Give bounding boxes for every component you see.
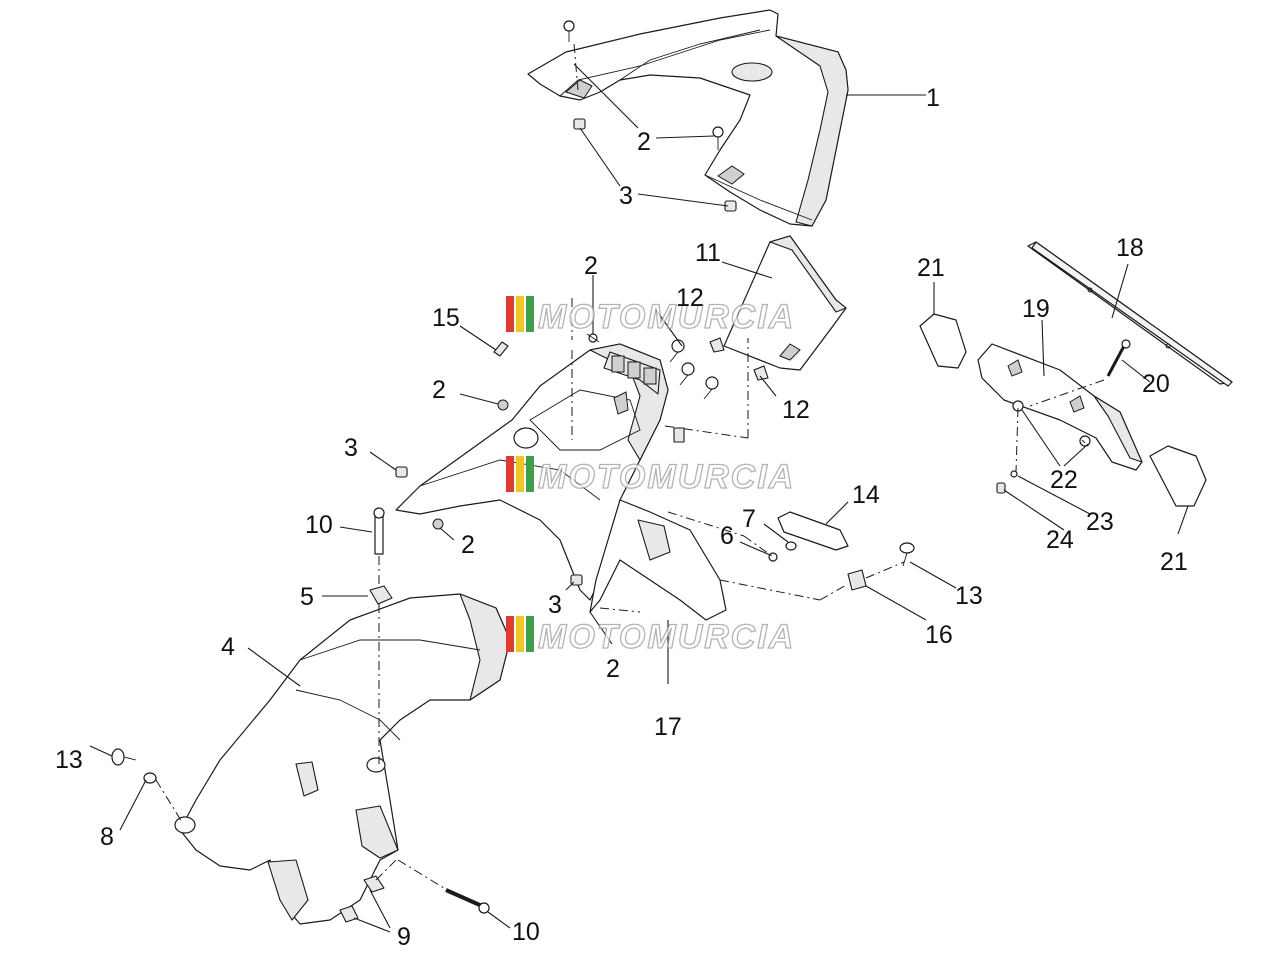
fastener-15 — [493, 341, 509, 357]
callout-23: 23 — [1086, 508, 1114, 536]
watermark-stripe-red — [506, 616, 514, 652]
watermark-stripe-green — [526, 296, 534, 332]
clip-nut-3c — [395, 466, 408, 478]
part-rear-mudguard — [174, 593, 511, 925]
part-plate-holder — [977, 343, 1143, 471]
clip-nut-3a — [573, 118, 586, 130]
watermark-text: MOTOMURCIA — [538, 618, 795, 656]
watermark-stripe-yellow — [516, 296, 524, 332]
screw-2c — [497, 399, 509, 411]
screw-2e — [586, 333, 600, 343]
callout-labels: 1 2 3 11 2 12 15 2 12 3 10 2 5 4 3 2 17 … — [55, 84, 1188, 951]
callout-21: 21 — [917, 254, 945, 282]
bolts-12-upper — [669, 337, 769, 443]
callout-15: 15 — [432, 304, 460, 332]
watermark-text: MOTOMURCIA — [538, 458, 795, 496]
part-cover-panel — [723, 235, 847, 371]
bolt-10-upper — [373, 507, 385, 555]
screw-2a — [563, 20, 575, 42]
callout-2: 2 — [637, 128, 651, 156]
washer-7 — [785, 541, 797, 551]
callout-11: 11 — [695, 239, 721, 267]
callout-2: 2 — [461, 531, 475, 559]
bolt-20 — [1106, 339, 1131, 377]
screw-2d — [432, 518, 444, 530]
part-reflector-upper — [919, 313, 967, 369]
watermark-logo-bottom: MOTOMURCIA — [506, 616, 795, 657]
screw-2b — [712, 126, 724, 150]
clip-16 — [847, 569, 867, 591]
bolt-10-lower — [445, 888, 490, 914]
callout-1: 1 — [926, 84, 940, 112]
clip-nut-9b — [339, 905, 359, 923]
callout-21: 21 — [1160, 548, 1188, 576]
callout-24: 24 — [1046, 526, 1074, 554]
callout-2: 2 — [606, 655, 620, 683]
callout-16: 16 — [925, 621, 953, 649]
callout-5: 5 — [300, 583, 314, 611]
callout-12: 12 — [782, 396, 810, 424]
callout-6: 6 — [720, 522, 734, 550]
watermark-stripe-yellow — [516, 456, 524, 492]
callout-12: 12 — [676, 284, 704, 312]
callout-3: 3 — [619, 182, 633, 210]
callout-19: 19 — [1022, 295, 1050, 323]
callout-14: 14 — [852, 481, 880, 509]
watermark-stripe-green — [526, 616, 534, 652]
washer-8 — [143, 772, 157, 784]
callout-3: 3 — [548, 591, 562, 619]
watermark-stripe-green — [526, 456, 534, 492]
watermark-stripe-yellow — [516, 616, 524, 652]
watermark-logo-middle: MOTOMURCIA — [506, 456, 795, 497]
callout-2: 2 — [584, 252, 598, 280]
watermark-stripe-red — [506, 296, 514, 332]
assembly-lines — [155, 43, 1105, 889]
callout-22: 22 — [1050, 466, 1078, 494]
nut-24 — [996, 482, 1006, 494]
leader-lines — [89, 63, 1189, 933]
callout-9: 9 — [397, 923, 411, 951]
callout-13: 13 — [55, 746, 83, 774]
washer-23 — [1010, 470, 1018, 478]
part-licence-plate — [1027, 241, 1233, 387]
part-reflector — [777, 511, 849, 551]
watermark-stripe-red — [506, 456, 514, 492]
callout-4: 4 — [221, 633, 235, 661]
callout-10: 10 — [512, 918, 540, 946]
callout-8: 8 — [100, 823, 114, 851]
callout-10: 10 — [305, 511, 333, 539]
callout-7: 7 — [742, 505, 756, 533]
callout-2: 2 — [432, 376, 446, 404]
bolt-13-left — [111, 748, 137, 766]
clip-nut-5 — [369, 585, 393, 605]
bolt-13-right — [899, 542, 915, 567]
watermark-logo-top: MOTOMURCIA — [506, 296, 795, 337]
part-reflector-lower — [1149, 445, 1207, 507]
callout-3: 3 — [344, 434, 358, 462]
callout-13: 13 — [955, 582, 983, 610]
callout-17: 17 — [654, 713, 682, 741]
part-tail-cover — [527, 9, 849, 227]
callout-18: 18 — [1116, 234, 1144, 262]
watermark-text: MOTOMURCIA — [538, 298, 795, 336]
callout-20: 20 — [1142, 370, 1170, 398]
clip-nut-9a — [363, 875, 385, 893]
nut-6 — [768, 552, 778, 562]
